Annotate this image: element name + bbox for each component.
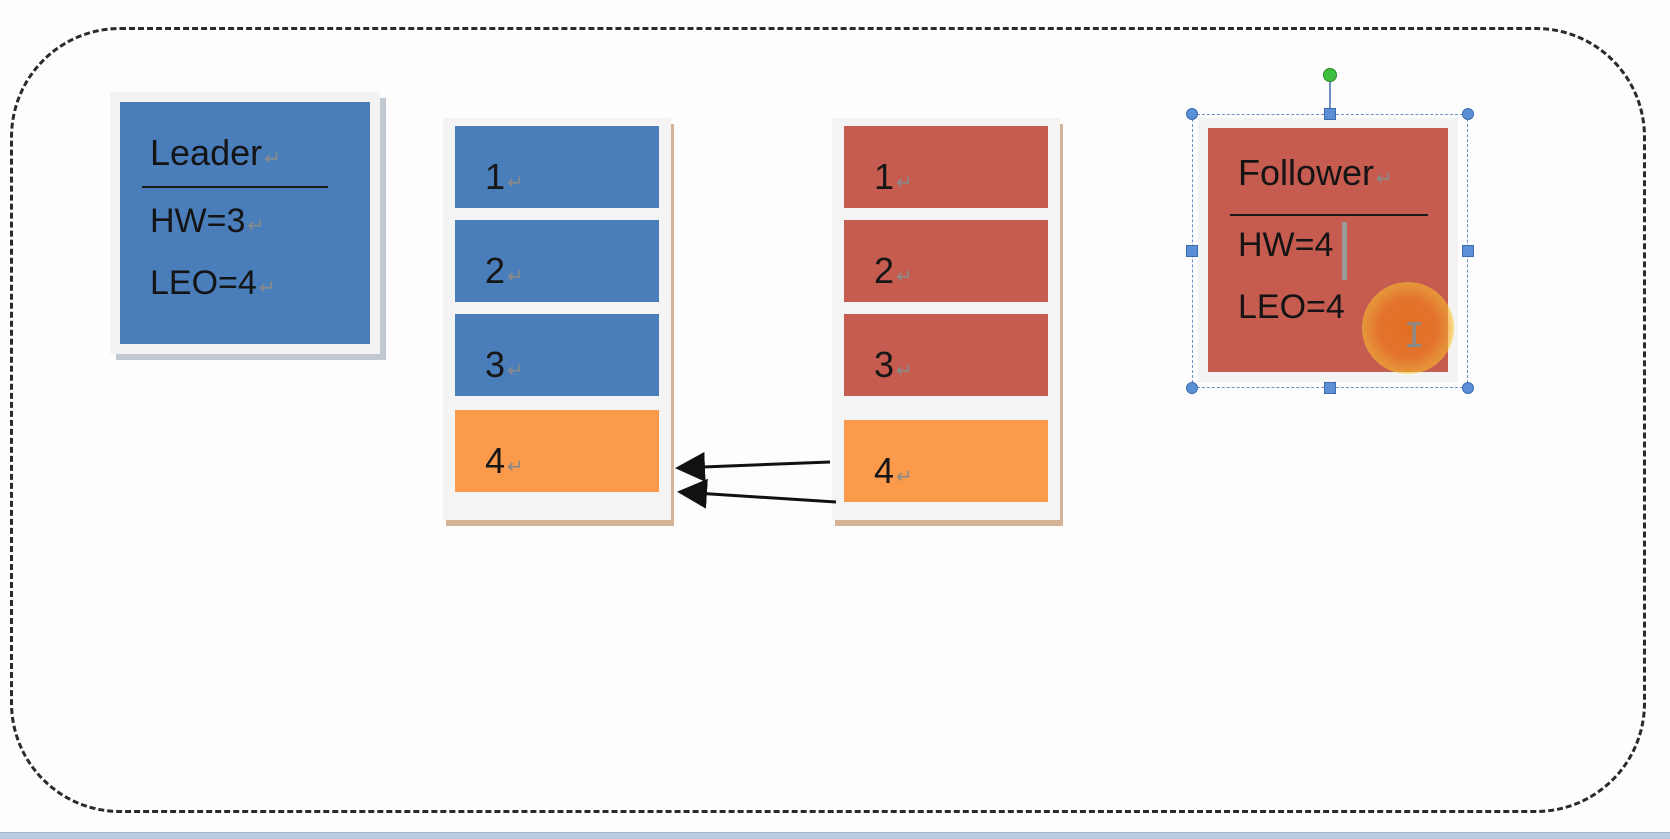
text-caret	[1342, 222, 1347, 280]
follower-log: 1↵ 2↵ 3↵ 4↵	[832, 118, 1060, 520]
broker-boundary	[10, 27, 1646, 813]
follower-divider	[1230, 214, 1428, 216]
resize-handle-bottom-left-icon[interactable]	[1186, 382, 1198, 394]
rotation-stem	[1329, 76, 1331, 114]
leader-divider	[142, 186, 328, 188]
resize-handle-top-icon[interactable]	[1324, 108, 1336, 120]
window-bottom-edge	[0, 832, 1670, 839]
paragraph-mark-icon: ↵	[507, 172, 524, 194]
follower-leo[interactable]: LEO=4	[1238, 288, 1345, 326]
paragraph-mark-icon: ↵	[896, 360, 913, 382]
follower-log-entry-1[interactable]: 1↵	[844, 126, 1048, 208]
leader-leo: LEO=4↵	[150, 264, 276, 302]
leader-log-entry-4[interactable]: 4↵	[455, 410, 659, 492]
text-cursor-icon: I	[1404, 316, 1425, 356]
follower-hw[interactable]: HW=4	[1238, 226, 1334, 264]
follower-log-entry-3[interactable]: 3↵	[844, 314, 1048, 396]
follower-log-entry-4[interactable]: 4↵	[844, 420, 1048, 502]
follower-log-entry-2[interactable]: 2↵	[844, 220, 1048, 302]
fetch-arrow	[675, 451, 831, 482]
leader-log: 1↵ 2↵ 3↵ 4↵	[443, 118, 671, 520]
paragraph-mark-icon: ↵	[247, 215, 265, 237]
paragraph-mark-icon: ↵	[507, 360, 524, 382]
paragraph-mark-icon: ↵	[507, 266, 524, 288]
leader-state-box[interactable]: Leader↵ HW=3↵ LEO=4↵	[110, 92, 380, 354]
leader-log-entry-1[interactable]: 1↵	[455, 126, 659, 208]
paragraph-mark-icon: ↵	[264, 148, 281, 170]
resize-handle-right-icon[interactable]	[1462, 245, 1474, 257]
leader-hw: HW=3↵	[150, 202, 265, 240]
rotate-handle-icon[interactable]	[1323, 68, 1337, 82]
resize-handle-left-icon[interactable]	[1186, 245, 1198, 257]
resize-handle-bottom-right-icon[interactable]	[1462, 382, 1474, 394]
fetch-response-arrow	[677, 478, 837, 509]
resize-handle-bottom-icon[interactable]	[1324, 382, 1336, 394]
paragraph-mark-icon: ↵	[896, 466, 913, 488]
leader-log-entry-2[interactable]: 2↵	[455, 220, 659, 302]
paragraph-mark-icon: ↵	[507, 456, 524, 478]
cursor-highlight	[1362, 282, 1454, 374]
paragraph-mark-icon: ↵	[896, 266, 913, 288]
paragraph-mark-icon: ↵	[1376, 168, 1393, 190]
paragraph-mark-icon: ↵	[896, 172, 913, 194]
resize-handle-top-left-icon[interactable]	[1186, 108, 1198, 120]
paragraph-mark-icon: ↵	[258, 277, 276, 299]
resize-handle-top-right-icon[interactable]	[1462, 108, 1474, 120]
leader-log-entry-3[interactable]: 3↵	[455, 314, 659, 396]
follower-title: Follower↵	[1238, 152, 1393, 193]
leader-title: Leader↵	[150, 132, 281, 173]
